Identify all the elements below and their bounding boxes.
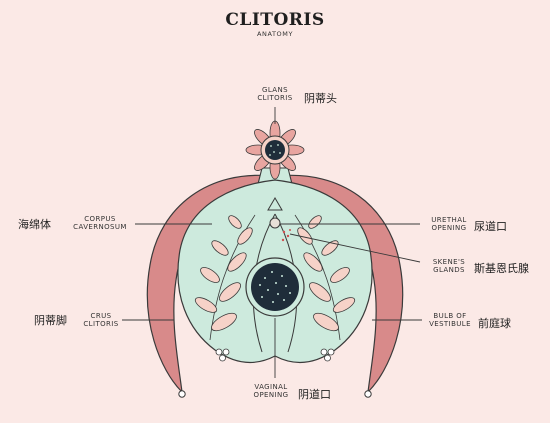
vaginal-opening — [251, 263, 299, 311]
vaginal-label-cn: 阴道口 — [298, 388, 331, 401]
skenes-glands — [281, 229, 291, 242]
bulb-label: BULB OF VESTIBULE — [429, 312, 471, 328]
skenes-label: SKENE'S GLANDS — [432, 258, 466, 274]
bulb-label-cn: 前庭球 — [478, 317, 511, 330]
crus-left-tip — [178, 390, 186, 398]
crus-label: CRUS CLITORIS — [83, 312, 119, 328]
diagram-subtitle: ANATOMY — [256, 30, 294, 38]
vaginal-opening-dots — [259, 271, 291, 303]
diagram-title: CLITORIS — [225, 10, 325, 30]
corpus-label: CORPUS CAVERNOSUM — [73, 215, 127, 231]
leaf-pattern-right — [294, 214, 356, 362]
skenes-label-cn: 斯基恩氏腺 — [474, 262, 529, 275]
glans-label-cn: 阴蒂头 — [304, 92, 337, 105]
glans-clitoris — [245, 120, 305, 180]
crus-label-cn: 阴蒂脚 — [34, 314, 67, 327]
vestibule-triangle — [267, 197, 283, 211]
leader-lines — [122, 107, 422, 378]
corpus-label-cn: 海绵体 — [18, 218, 51, 231]
crus-right-tip — [364, 390, 372, 398]
leaf-pattern-left — [194, 214, 256, 362]
urethral-opening — [269, 217, 281, 229]
glans-label: GLANS CLITORIS — [257, 86, 293, 102]
urethral-label-cn: 尿道口 — [474, 220, 507, 233]
urethral-label: URETHAL OPENING — [431, 216, 467, 232]
vaginal-label: VAGINAL OPENING — [253, 383, 289, 399]
